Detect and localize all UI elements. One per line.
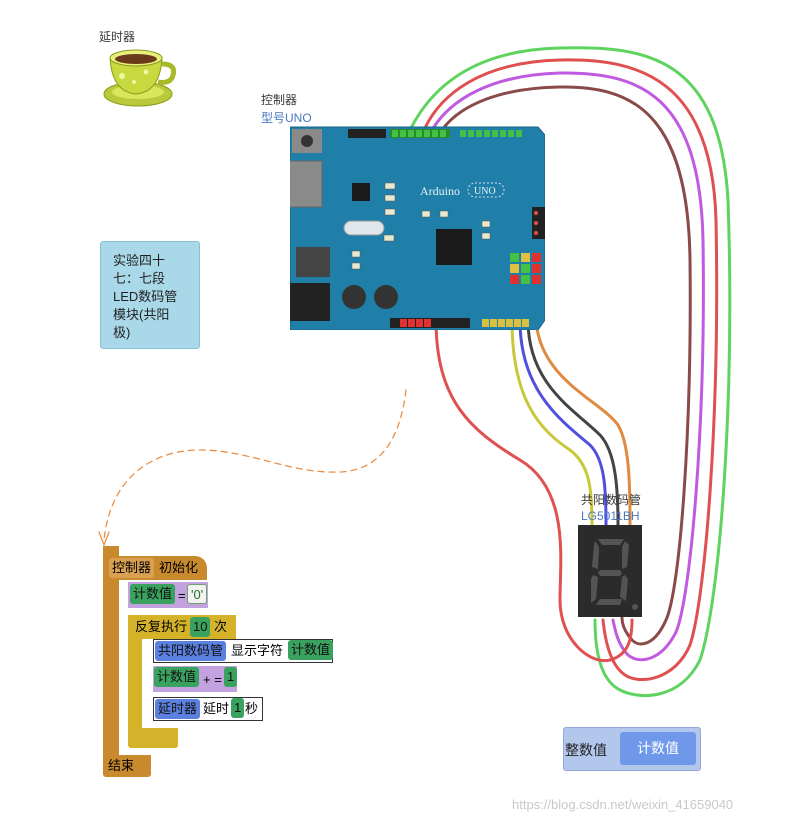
display-stmt-action: 显示字符: [231, 643, 284, 658]
board-brand: Arduino: [420, 184, 460, 198]
wire-blue: [518, 318, 608, 527]
display-label: 共阳数码管: [581, 493, 642, 507]
display-model: LG5011BH: [581, 509, 640, 523]
repeat-block-end: [128, 728, 178, 748]
variables-panel: 整数值 计数值: [563, 727, 701, 771]
program-link-arrow: [98, 531, 110, 547]
variable-type: 整数值: [565, 742, 607, 758]
wire-red-top: [422, 58, 719, 682]
controller-label: 控制器: [261, 93, 298, 107]
wire-dark: [526, 318, 620, 527]
repeat-block-rail: [128, 636, 142, 736]
experiment-note[interactable]: 实验四十 七：七段 LED数码管 模块(共阳 极): [100, 241, 200, 349]
delay-label: 延时器: [99, 30, 136, 44]
end-block[interactable]: [103, 755, 151, 777]
delay-stmt-action: 延时: [203, 701, 230, 716]
increment-value[interactable]: 1: [224, 667, 238, 687]
increment-op: + =: [203, 672, 222, 687]
delay-stmt-unit: 秒: [245, 701, 259, 716]
assign-value[interactable]: '0': [187, 584, 208, 604]
repeat-label: 反复执行: [135, 619, 188, 634]
display-stmt-device[interactable]: 共阳数码管: [155, 641, 227, 661]
delay-stmt-value[interactable]: 1: [231, 698, 245, 718]
controller-model: 型号UNO: [261, 111, 312, 125]
arduino-uno-board[interactable]: Arduino UNO: [290, 125, 545, 330]
init-controller-tag[interactable]: 控制器: [109, 558, 155, 578]
program-link-dashed: [103, 389, 407, 541]
repeat-count[interactable]: 10: [190, 617, 211, 637]
assign-op: =: [178, 588, 186, 603]
init-block-rail: [103, 546, 119, 760]
display-stmt-var[interactable]: 计数值: [288, 640, 334, 660]
wire-brown: [440, 85, 692, 646]
delay-stmt-device[interactable]: 延时器: [155, 699, 201, 719]
init-label: 初始化: [159, 560, 199, 575]
end-label: 结束: [108, 758, 135, 773]
assign-var[interactable]: 计数值: [130, 584, 176, 604]
wire-red-bottom: [434, 318, 634, 663]
repeat-block[interactable]: [128, 615, 236, 639]
wire-yellow: [510, 318, 594, 527]
seven-segment-display[interactable]: [578, 525, 644, 619]
variable-button[interactable]: 计数值: [620, 732, 696, 765]
wire-orange: [534, 318, 632, 527]
watermark: https://blog.csdn.net/weixin_41659040: [512, 797, 734, 812]
increment-var[interactable]: 计数值: [154, 667, 200, 687]
wire-purple: [430, 71, 705, 662]
repeat-unit: 次: [214, 619, 228, 634]
board-model: UNO: [474, 186, 496, 197]
wire-green: [408, 46, 732, 697]
teacup-icon[interactable]: [100, 44, 180, 110]
